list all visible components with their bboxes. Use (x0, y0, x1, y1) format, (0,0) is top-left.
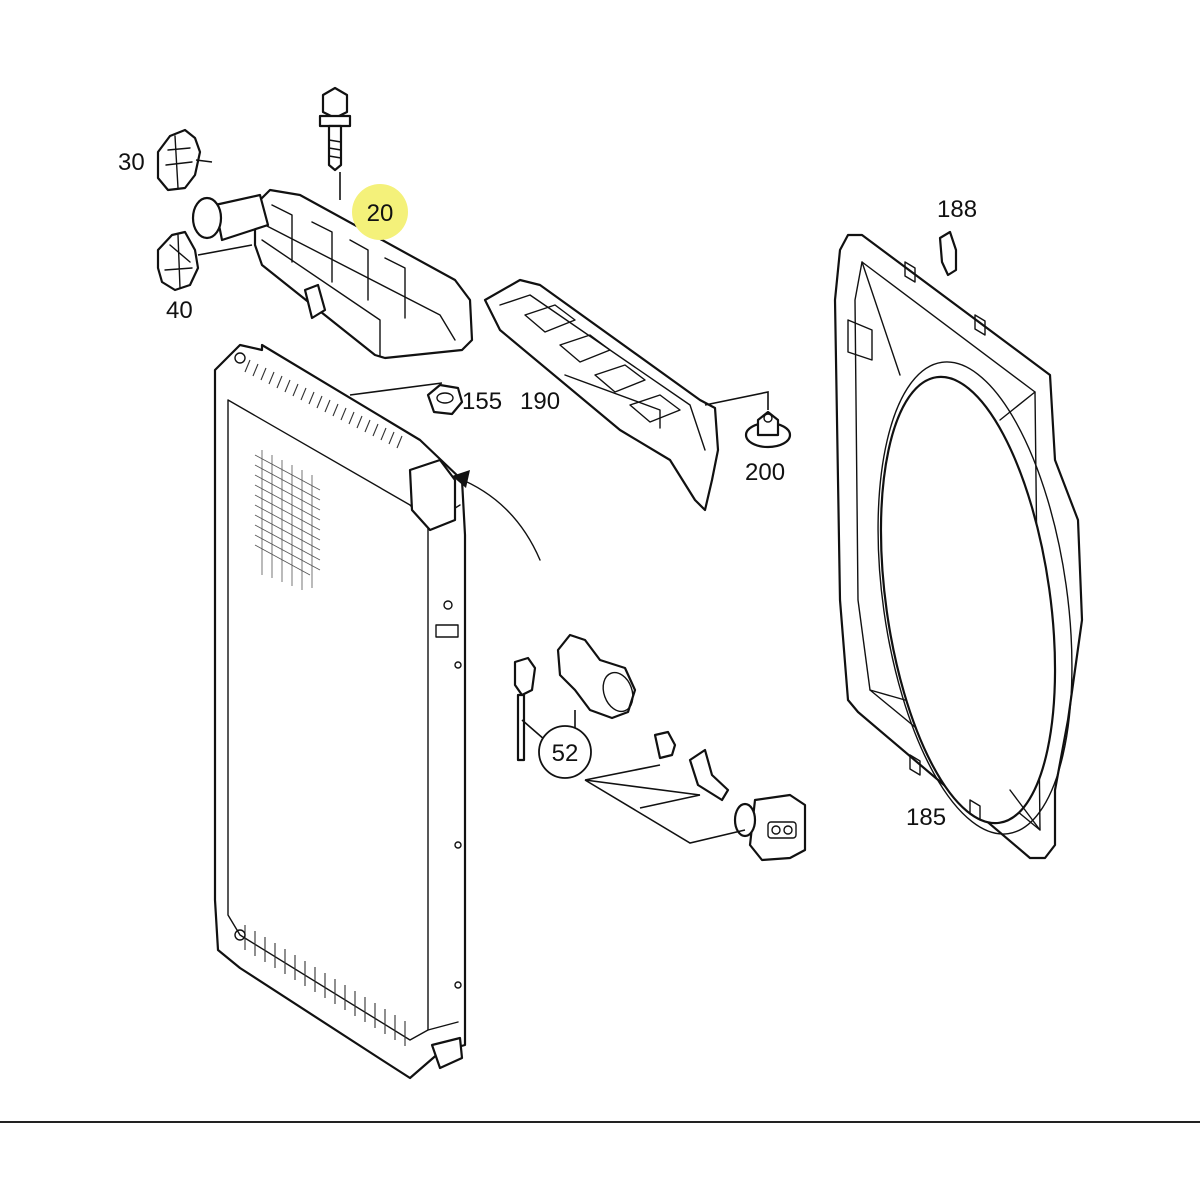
connector-boot[interactable] (556, 633, 638, 720)
callout-52[interactable]: 52 (538, 725, 592, 779)
label-30: 30 (118, 149, 145, 176)
label-40: 40 (166, 297, 193, 324)
callout-20[interactable]: 20 (352, 184, 408, 240)
terminal[interactable] (688, 748, 730, 802)
label-188: 188 (937, 196, 977, 223)
temperature-sensor[interactable] (513, 656, 537, 762)
fastener-200[interactable] (744, 410, 792, 449)
bracket-190[interactable] (483, 278, 720, 512)
label-52: 52 (552, 740, 579, 767)
label-200: 200 (745, 459, 785, 486)
direction-arrow (452, 470, 541, 561)
radiator[interactable] (213, 343, 467, 1080)
radiator-top-fins (244, 359, 403, 449)
fan-shroud[interactable] (833, 233, 1099, 860)
label-155: 155 (462, 388, 502, 415)
expansion-tank[interactable] (191, 188, 474, 360)
leader-lines (195, 159, 769, 844)
radiator-core-hatch (254, 450, 321, 590)
label-185: 185 (906, 804, 946, 831)
cap-40[interactable] (156, 230, 200, 292)
connector-housing[interactable] (733, 793, 807, 862)
clip-188[interactable] (938, 230, 958, 277)
cap-30[interactable] (156, 128, 202, 192)
plug-pin[interactable] (653, 730, 677, 760)
label-20: 20 (367, 200, 394, 227)
callout-20-highlight (352, 184, 408, 240)
mounting-bolt[interactable] (318, 86, 352, 172)
label-190: 190 (520, 388, 560, 415)
nut-155[interactable] (426, 383, 464, 416)
